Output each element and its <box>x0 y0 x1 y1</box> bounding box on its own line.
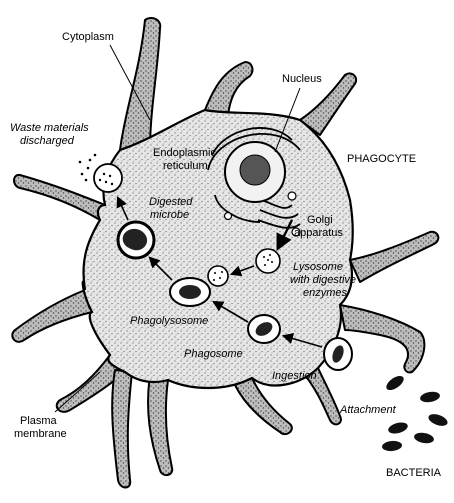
bacterium <box>382 440 403 452</box>
label-plasma-1: Plasma <box>20 415 58 427</box>
label-er-1: Endoplasmic <box>153 147 216 159</box>
phagolysosome-microbe <box>179 285 201 299</box>
fusing-lysosome <box>208 266 228 286</box>
label-waste-2: discharged <box>20 135 75 147</box>
label-bacteria: BACTERIA <box>386 467 442 479</box>
bacterium <box>419 390 440 403</box>
label-lysosome-3: enzymes <box>303 287 348 299</box>
label-er-2: reticulum <box>163 160 208 172</box>
golgi-vesicle <box>225 213 232 220</box>
label-waste-1: Waste materials <box>10 122 89 134</box>
label-nucleus: Nucleus <box>282 73 322 85</box>
pseudopod-left-upper <box>14 175 105 220</box>
label-golgi-2: apparatus <box>294 227 343 239</box>
pseudopod-top-mid <box>205 62 252 115</box>
pseudopod-right <box>350 232 438 282</box>
pseudopod-bottom-right <box>235 378 292 434</box>
bacterium <box>387 421 409 436</box>
label-golgi-1: Golgi <box>307 214 333 226</box>
label-digested-2: microbe <box>150 209 189 221</box>
label-lysosome-2: with digestive <box>290 274 356 286</box>
label-phagolysosome: Phagolysosome <box>130 315 208 327</box>
label-cytoplasm: Cytoplasm <box>62 31 114 43</box>
label-ingestion: Ingestion <box>272 370 317 382</box>
nucleolus <box>240 155 270 185</box>
label-lysosome-1: Lysosome <box>293 261 343 273</box>
discharge-vesicle <box>94 164 122 192</box>
pseudopod-top-left <box>120 18 160 150</box>
pseudopod-bottom-mid2 <box>112 370 132 488</box>
golgi-vesicle <box>288 192 296 200</box>
label-phagosome: Phagosome <box>184 348 243 360</box>
label-digested-1: Digested <box>149 196 193 208</box>
bacterium <box>384 373 406 393</box>
pseudopod-left <box>12 290 92 342</box>
pseudopod-right-low <box>340 305 424 372</box>
label-plasma-2: membrane <box>14 428 67 440</box>
pseudopod-bottom-mid1 <box>148 375 172 475</box>
bacterium <box>413 431 434 444</box>
label-attachment: Attachment <box>339 404 397 416</box>
label-phagocyte: PHAGOCYTE <box>347 153 416 165</box>
bacterium <box>427 412 449 428</box>
